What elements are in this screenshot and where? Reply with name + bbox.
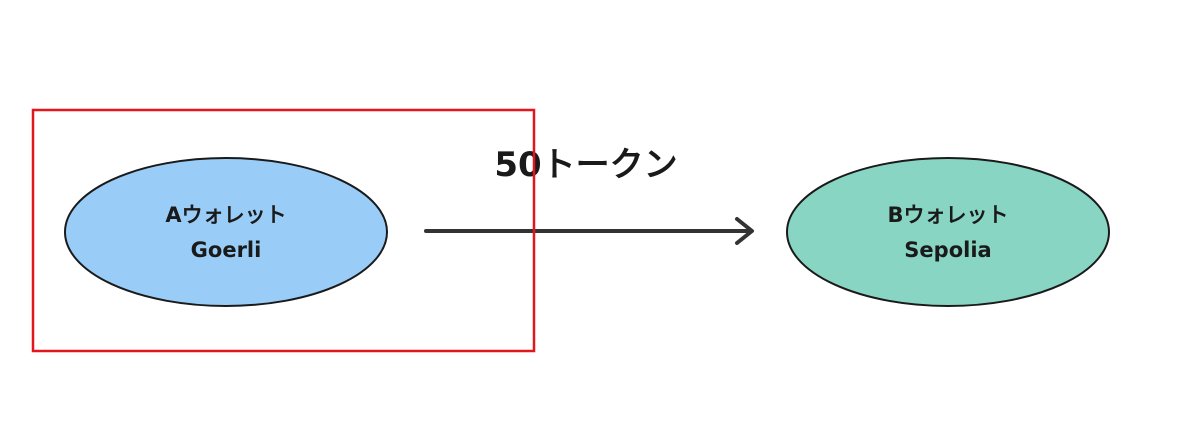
node-b-network: Sepolia xyxy=(904,238,991,262)
node-b-title: Bウォレット xyxy=(887,203,1008,227)
node-a-ellipse xyxy=(64,157,388,307)
node-a-network: Goerli xyxy=(191,238,262,262)
arrow-head xyxy=(735,217,754,245)
transfer-amount-label: 50トークン xyxy=(494,145,677,185)
node-b-wallet: Bウォレット Sepolia xyxy=(786,157,1110,307)
node-a-title: Aウォレット xyxy=(165,203,286,227)
transfer-arrow xyxy=(424,217,754,245)
node-a-wallet: Aウォレット Goerli xyxy=(64,157,388,307)
node-b-ellipse xyxy=(786,157,1110,307)
highlight-box xyxy=(31,108,536,353)
